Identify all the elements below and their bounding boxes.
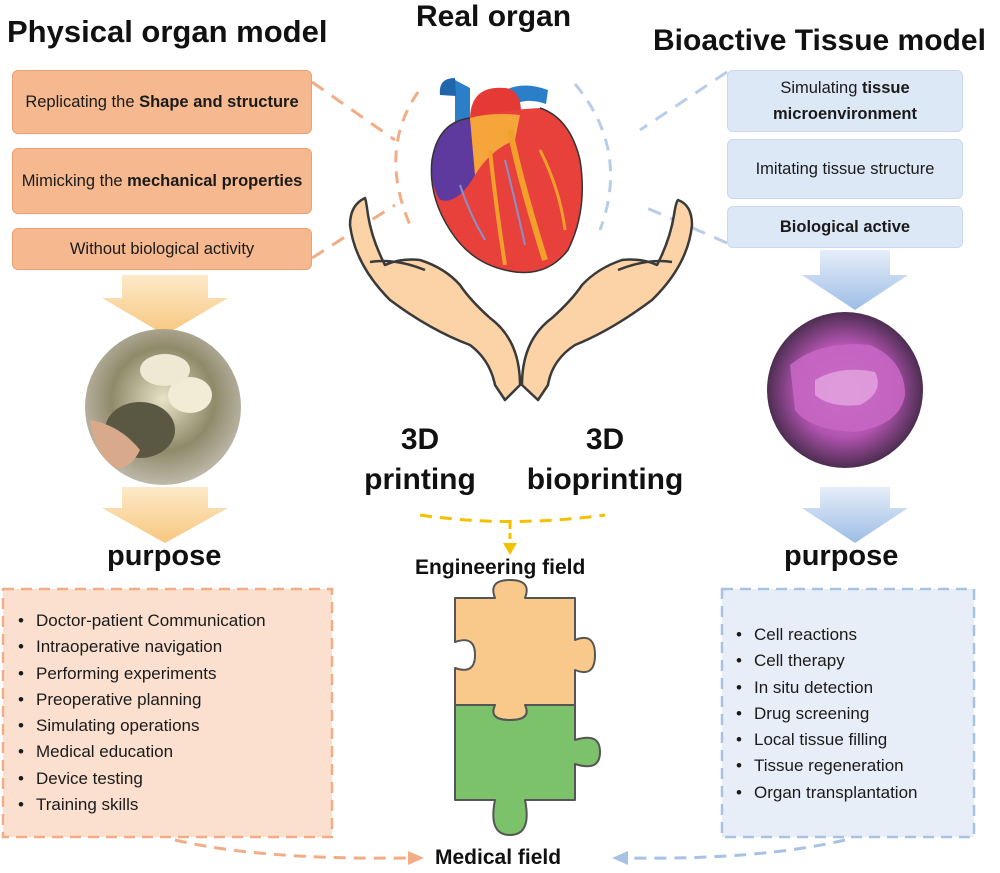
left-box-bio: Without biological activity xyxy=(12,228,312,270)
left-arrow-1 xyxy=(102,275,228,335)
list-item: Drug screening xyxy=(732,701,972,728)
left-purpose-list: Doctor-patient Communication Intraoperat… xyxy=(14,608,330,819)
engineering-field-label: Engineering field xyxy=(415,556,586,579)
left-box-shape-text: Replicating the xyxy=(25,93,140,111)
list-item: Device testing xyxy=(14,766,330,793)
right-box-bio: Biological active xyxy=(727,206,963,248)
list-item: Local tissue filling xyxy=(732,727,972,754)
heart-icon xyxy=(430,78,584,274)
right-box-structure: Imitating tissue structure xyxy=(727,139,963,199)
heart-arc-left xyxy=(394,91,420,226)
left-purpose-title: purpose xyxy=(107,540,222,572)
list-item: In situ detection xyxy=(732,675,972,702)
right-box-micro-text: Simulating xyxy=(780,79,862,97)
printing-label: 3D printing xyxy=(360,420,480,500)
left-box-mechanical-text: Mimicking the xyxy=(21,172,128,190)
left-medical-connector xyxy=(174,838,411,860)
list-item: Simulating operations xyxy=(14,713,330,740)
list-item: Preoperative planning xyxy=(14,687,330,714)
list-item: Training skills xyxy=(14,792,330,819)
right-dashed-connectors xyxy=(639,70,728,245)
medical-field-label: Medical field xyxy=(435,846,562,869)
list-item: Doctor-patient Communication xyxy=(14,608,330,635)
list-item: Medical education xyxy=(14,739,330,766)
heart-arc-right xyxy=(573,83,613,231)
puzzle-top-icon xyxy=(454,579,596,721)
printing-label-line2: printing xyxy=(364,463,476,496)
left-box-mechanical-bold: mechanical properties xyxy=(127,172,303,190)
bioactive-tissue-photo xyxy=(767,312,923,468)
bioprinting-label-line2: bioprinting xyxy=(526,463,684,496)
list-item: Intraoperative navigation xyxy=(14,634,330,661)
right-box-bio-bold: Biological active xyxy=(779,218,911,236)
right-medical-connector xyxy=(624,838,846,860)
right-arrow-2 xyxy=(802,487,908,543)
physical-model-photo xyxy=(85,329,241,485)
left-box-shape: Replicating the Shape and structure xyxy=(12,70,312,134)
left-box-shape-bold: Shape and structure xyxy=(139,93,299,111)
left-hand-icon xyxy=(348,196,522,402)
right-purpose-list: Cell reactions Cell therapy In situ dete… xyxy=(732,622,972,806)
puzzle-bottom-icon xyxy=(454,704,601,836)
list-item: Cell reactions xyxy=(732,622,972,649)
left-arrow-2 xyxy=(102,487,228,543)
right-hand-icon xyxy=(520,198,694,402)
right-title: Bioactive Tissue model xyxy=(653,24,986,57)
left-title: Physical organ model xyxy=(7,14,328,49)
left-box-mechanical: Mimicking the mechanical properties xyxy=(12,148,312,214)
list-item: Performing experiments xyxy=(14,661,330,688)
engineering-arrowhead xyxy=(503,543,517,555)
right-box-structure-text: Imitating tissue structure xyxy=(755,160,935,178)
bioprinting-label-line1: 3D xyxy=(585,423,625,456)
right-box-micro: Simulating tissue microenvironment xyxy=(727,70,963,132)
list-item: Organ transplantation xyxy=(732,780,972,807)
left-box-bio-text: Without biological activity xyxy=(69,240,255,258)
printing-label-line1: 3D xyxy=(400,423,440,456)
right-box-micro-bold: tissue microenvironment xyxy=(773,79,917,123)
center-title: Real organ xyxy=(416,0,572,33)
bioprinting-label: 3D bioprinting xyxy=(515,420,695,500)
engineering-connector xyxy=(419,513,606,523)
list-item: Tissue regeneration xyxy=(732,753,972,780)
right-arrow-1 xyxy=(802,250,908,310)
right-purpose-title: purpose xyxy=(784,540,899,572)
list-item: Cell therapy xyxy=(732,648,972,675)
